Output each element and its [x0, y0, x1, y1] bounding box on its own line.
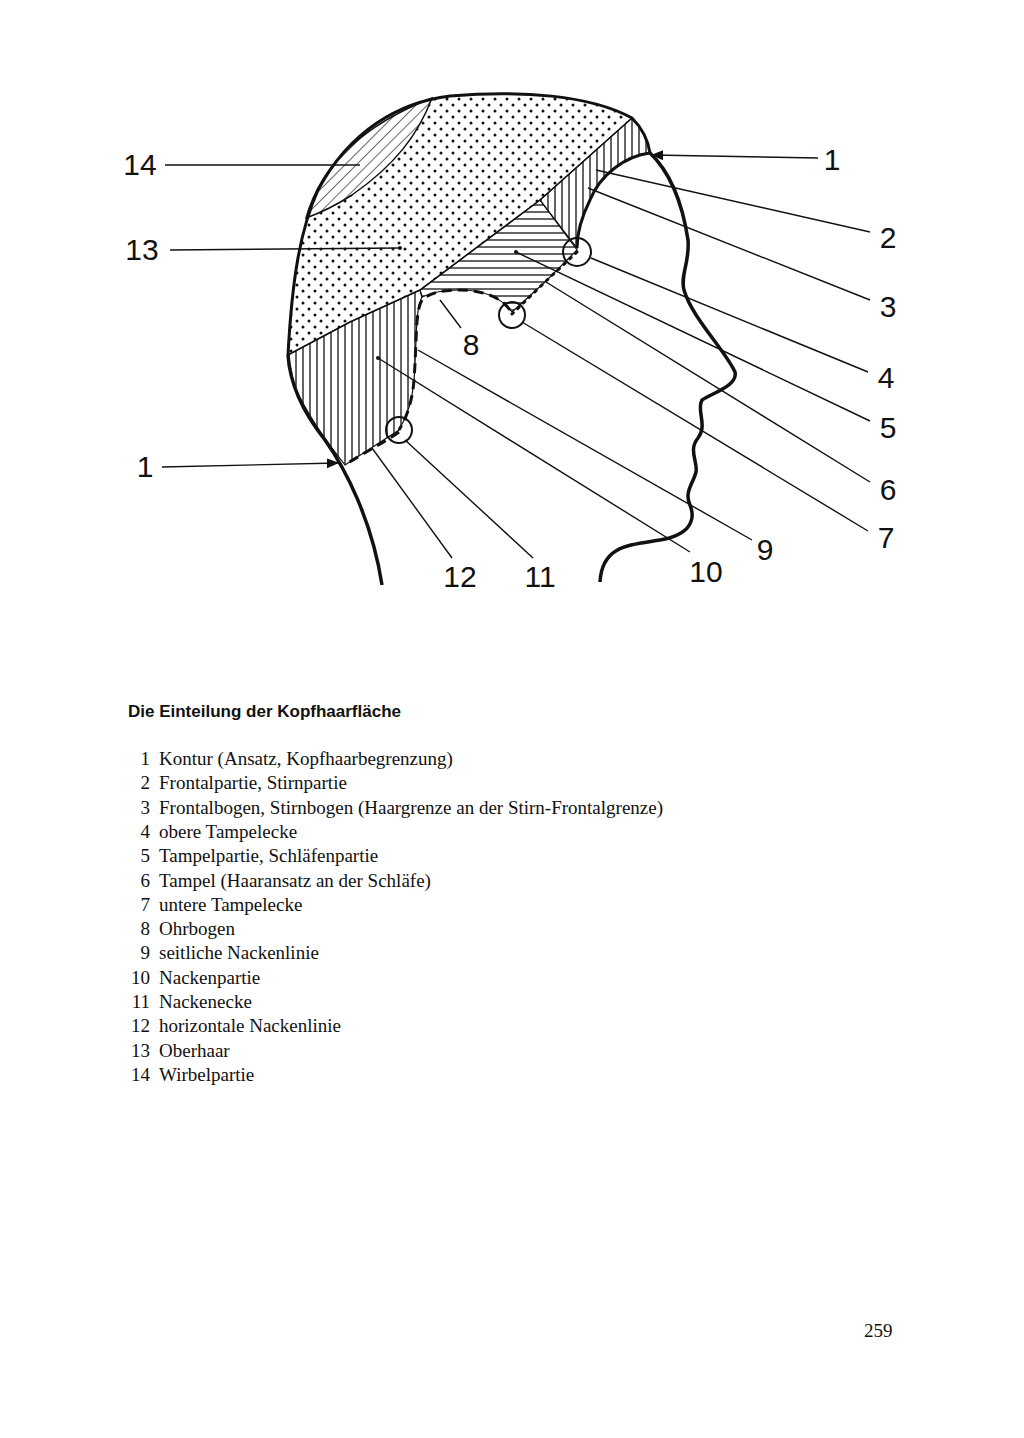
head-contour	[600, 153, 735, 582]
list-text: Frontalbogen, Stirnbogen (Haargrenze an …	[159, 797, 663, 819]
page-number: 259	[864, 1320, 893, 1342]
leader-dot	[398, 246, 402, 250]
back-neck-contour	[288, 355, 382, 585]
list-text: Kontur (Ansatz, Kopfhaarbegrenzung)	[159, 748, 453, 770]
list-text: Ohrbogen	[159, 918, 235, 940]
list-number: 10	[114, 967, 150, 989]
list-text: Frontalpartie, Stirnpartie	[159, 772, 347, 794]
skull-contour	[288, 94, 650, 355]
corner-circle	[386, 417, 412, 443]
callout-number: 5	[878, 412, 899, 444]
list-number: 7	[114, 894, 150, 916]
list-number: 6	[114, 870, 150, 892]
list-text: Tampel (Haaransatz an der Schläfe)	[159, 870, 431, 892]
callout-number: 3	[878, 291, 899, 323]
list-number: 4	[114, 821, 150, 843]
callout-number: 4	[876, 362, 897, 394]
list-text: seitliche Nackenlinie	[159, 942, 319, 964]
neck-region	[288, 290, 422, 465]
temple-region	[420, 200, 577, 312]
callout-number: 12	[441, 561, 478, 593]
wirbel-hatch	[306, 98, 432, 218]
list-text: Nackenpartie	[159, 967, 260, 989]
list-number: 11	[114, 991, 150, 1013]
callout-number: 7	[876, 522, 897, 554]
list-number: 12	[114, 1015, 150, 1037]
callout-number: 11	[522, 561, 557, 593]
callout-number: 2	[878, 222, 899, 254]
wirbel-region	[306, 98, 432, 218]
leader-dot	[376, 356, 380, 360]
list-text: Tampelpartie, Schläfenpartie	[159, 845, 378, 867]
callout-number: 1	[135, 451, 156, 483]
ear-arc	[399, 290, 510, 430]
list-number: 1	[114, 748, 150, 770]
forehead-hairline	[577, 153, 650, 248]
list-text: Oberhaar	[159, 1040, 230, 1062]
callout-number: 9	[755, 534, 776, 566]
callout-number: 10	[687, 556, 724, 588]
caption-title: Die Einteilung der Kopfhaarfläche	[128, 702, 401, 722]
list-number: 14	[114, 1064, 150, 1086]
list-number: 5	[114, 845, 150, 867]
list-text: Wirbelpartie	[159, 1064, 254, 1086]
list-text: Nackenecke	[159, 991, 252, 1013]
list-number: 13	[114, 1040, 150, 1062]
list-text: obere Tampelecke	[159, 821, 297, 843]
leader-dot	[514, 250, 518, 254]
callout-number: 6	[878, 474, 899, 506]
list-number: 3	[114, 797, 150, 819]
corner-circle	[499, 302, 525, 328]
list-text: horizontale Nackenlinie	[159, 1015, 341, 1037]
callout-number: 14	[121, 149, 158, 181]
list-number: 8	[114, 918, 150, 940]
callout-number: 1	[822, 144, 843, 176]
leader-lines	[162, 155, 870, 558]
list-number: 9	[114, 942, 150, 964]
callout-number: 13	[123, 234, 160, 266]
list-text: untere Tampelecke	[159, 894, 302, 916]
corner-circle	[563, 238, 591, 266]
list-number: 2	[114, 772, 150, 794]
callout-number: 8	[461, 329, 482, 361]
